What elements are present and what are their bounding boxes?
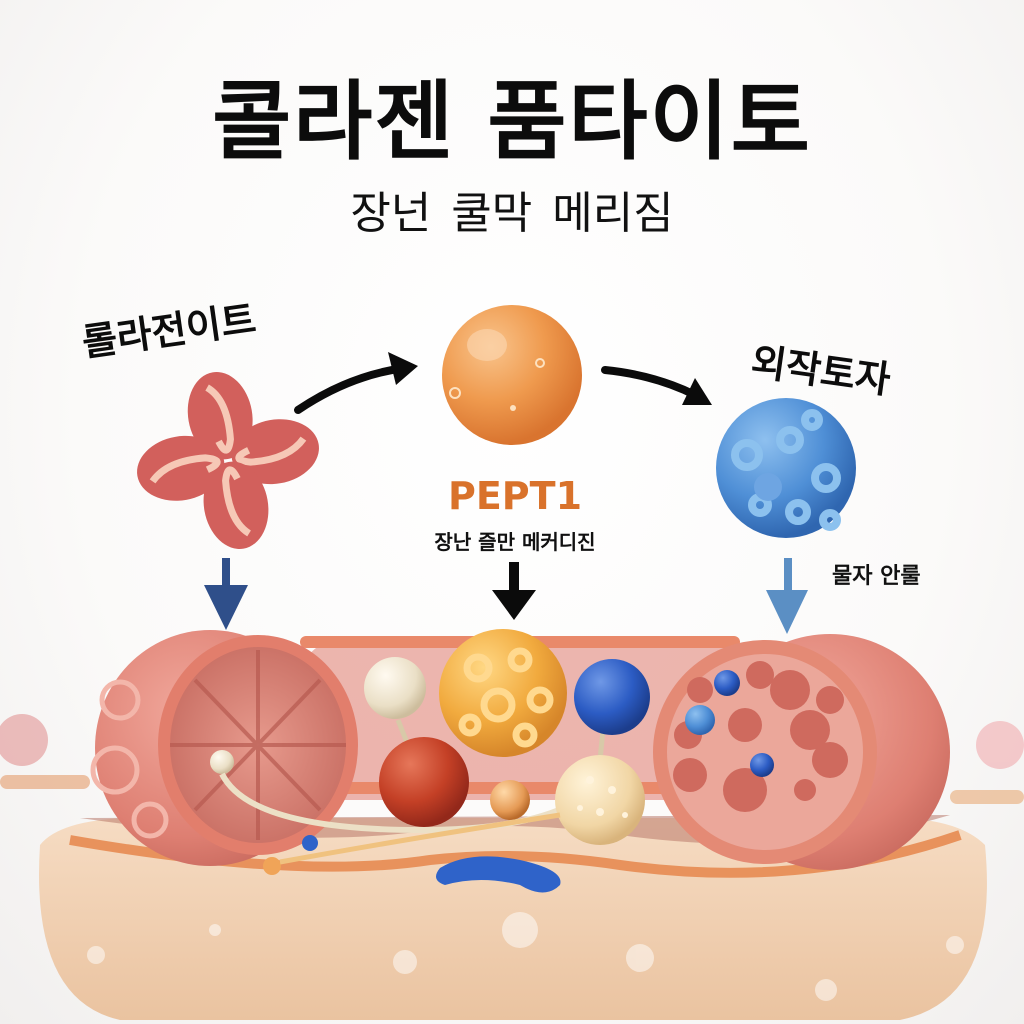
blue-spiky-sphere — [716, 398, 856, 538]
arrow-left-to-center — [294, 352, 418, 414]
arrow-center-to-right — [601, 366, 712, 405]
background-blur-right — [950, 721, 1024, 804]
page-subtitle: 장넌 쿨막 메리짐 — [350, 188, 674, 239]
transporter-label: PEPT1 — [447, 474, 583, 518]
left-vessel-section — [90, 630, 572, 866]
transporter-description: 장난 즐만 메커디진 — [434, 530, 596, 554]
right-note-label: 물자 안룰 — [832, 564, 921, 589]
collagen-fragment — [137, 371, 319, 549]
arrow-down-left — [204, 558, 248, 630]
background-blur-left — [0, 714, 90, 789]
page-title: 콜라젠 품타이토 — [212, 72, 812, 172]
arrow-down-center — [492, 562, 536, 620]
right-vessel-section — [653, 634, 950, 870]
molecule-cluster — [263, 629, 650, 875]
peptide-sphere — [442, 305, 582, 445]
arrow-down-right — [766, 558, 808, 634]
